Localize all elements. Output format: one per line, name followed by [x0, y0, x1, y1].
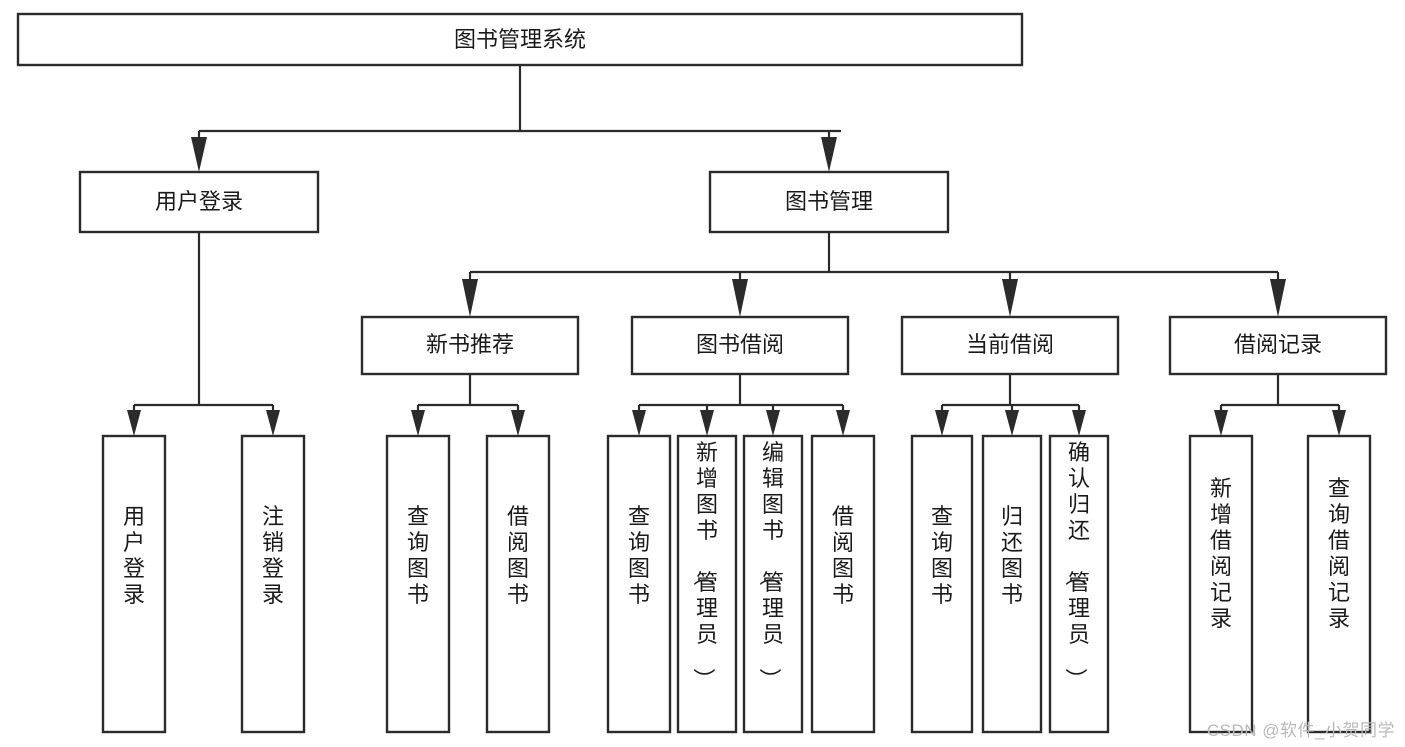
arrow-head-icon [1270, 279, 1286, 317]
node-label: 当前借阅 [966, 332, 1054, 357]
node-current-borrow[interactable]: 当前借阅 [900, 315, 1120, 376]
node-box[interactable] [708, 170, 950, 234]
node-label-vertical: 借阅图书 [832, 504, 854, 607]
node-box[interactable] [981, 434, 1043, 734]
node-box[interactable] [1048, 434, 1110, 734]
node-box[interactable] [385, 434, 451, 734]
node-label: 图书管理 [785, 189, 873, 214]
arrow-head-icon [732, 279, 748, 317]
node-box[interactable] [1168, 315, 1388, 376]
leaf-return-book[interactable]: 归还图书 [981, 434, 1043, 734]
node-box[interactable] [1306, 434, 1372, 734]
node-box[interactable] [360, 315, 580, 376]
arrow-head-icon [411, 410, 425, 436]
node-label-vertical: 用户登录 [123, 504, 145, 607]
node-label-vertical: 新增借阅记录 [1210, 476, 1232, 631]
connector-group-borrow [632, 374, 850, 436]
node-box[interactable] [101, 434, 167, 734]
node-box[interactable] [676, 434, 738, 734]
node-label: 借阅记录 [1234, 332, 1322, 357]
node-label: 新书推荐 [426, 332, 514, 357]
node-box[interactable] [16, 12, 1024, 67]
connector-group-book-mgmt [462, 232, 1286, 317]
node-user-login[interactable]: 用户登录 [78, 170, 320, 234]
node-label-vertical: 查询借阅记录 [1328, 476, 1350, 631]
node-root-system[interactable]: 图书管理系统 [16, 12, 1024, 67]
node-box[interactable] [910, 434, 974, 734]
node-label-vertical: 注销登录 [262, 504, 284, 607]
leaf-borrow-book[interactable]: 借阅图书 [810, 434, 876, 734]
connector-group-new-book [411, 374, 525, 436]
node-label-vertical: 新增图书（管理员） [691, 440, 718, 690]
node-new-book-recommend[interactable]: 新书推荐 [360, 315, 580, 376]
node-box[interactable] [742, 434, 804, 734]
node-label: 用户登录 [155, 189, 243, 214]
node-label-vertical: 编辑图书（管理员） [757, 440, 784, 690]
node-box[interactable] [78, 170, 320, 234]
leaf-logout[interactable]: 注销登录 [240, 434, 306, 734]
node-label: 图书借阅 [696, 332, 784, 357]
arrow-head-icon [700, 410, 714, 436]
arrow-head-icon [462, 279, 478, 317]
node-box[interactable] [1188, 434, 1254, 734]
leaf-query-book-borrow[interactable]: 查询图书 [606, 434, 672, 734]
arrow-head-icon [127, 410, 141, 436]
node-book-borrow[interactable]: 图书借阅 [630, 315, 850, 376]
node-book-management[interactable]: 图书管理 [708, 170, 950, 234]
connector-group-current-borrow [935, 374, 1086, 436]
leaf-confirm-return-admin[interactable]: 确认归还（管理员） [1048, 434, 1110, 734]
leaf-borrow-book-newbook[interactable]: 借阅图书 [485, 434, 551, 734]
arrow-head-icon [766, 410, 780, 436]
node-box[interactable] [485, 434, 551, 734]
arrow-head-icon [511, 410, 525, 436]
leaf-add-book-admin[interactable]: 新增图书（管理员） [676, 434, 738, 734]
arrow-head-icon [1214, 410, 1228, 436]
arrow-head-icon [1332, 410, 1346, 436]
node-borrow-record[interactable]: 借阅记录 [1168, 315, 1388, 376]
node-box[interactable] [630, 315, 850, 376]
arrow-head-icon [935, 410, 949, 436]
node-box[interactable] [240, 434, 306, 734]
node-label-vertical: 查询图书 [407, 504, 429, 607]
node-label-vertical: 确认归还（管理员） [1063, 440, 1090, 690]
node-label-vertical: 查询图书 [628, 504, 650, 607]
leaf-user-login[interactable]: 用户登录 [101, 434, 167, 734]
leaf-query-book-current[interactable]: 查询图书 [910, 434, 974, 734]
node-box[interactable] [606, 434, 672, 734]
leaf-query-borrow-record[interactable]: 查询借阅记录 [1306, 434, 1372, 734]
node-box[interactable] [810, 434, 876, 734]
leaf-edit-book-admin[interactable]: 编辑图书（管理员） [742, 434, 804, 734]
node-label-vertical: 查询图书 [931, 504, 953, 607]
arrow-head-icon [1002, 279, 1018, 317]
node-label: 图书管理系统 [454, 27, 586, 52]
node-label-vertical: 归还图书 [1001, 504, 1023, 607]
connector-group-borrow-record [1214, 374, 1346, 436]
arrow-head-icon [632, 410, 646, 436]
arrow-head-icon [821, 137, 837, 172]
arrow-head-icon [266, 410, 280, 436]
node-label-vertical: 借阅图书 [507, 504, 529, 607]
node-box[interactable] [900, 315, 1120, 376]
connector-group-user-login [127, 232, 280, 436]
arrow-head-icon [836, 410, 850, 436]
connector-group-root [191, 65, 841, 172]
arrow-head-icon [191, 137, 207, 172]
arrow-head-icon [1005, 410, 1019, 436]
arrow-head-icon [1072, 410, 1086, 436]
leaf-add-borrow-record[interactable]: 新增借阅记录 [1188, 434, 1254, 734]
leaf-query-book-newbook[interactable]: 查询图书 [385, 434, 451, 734]
